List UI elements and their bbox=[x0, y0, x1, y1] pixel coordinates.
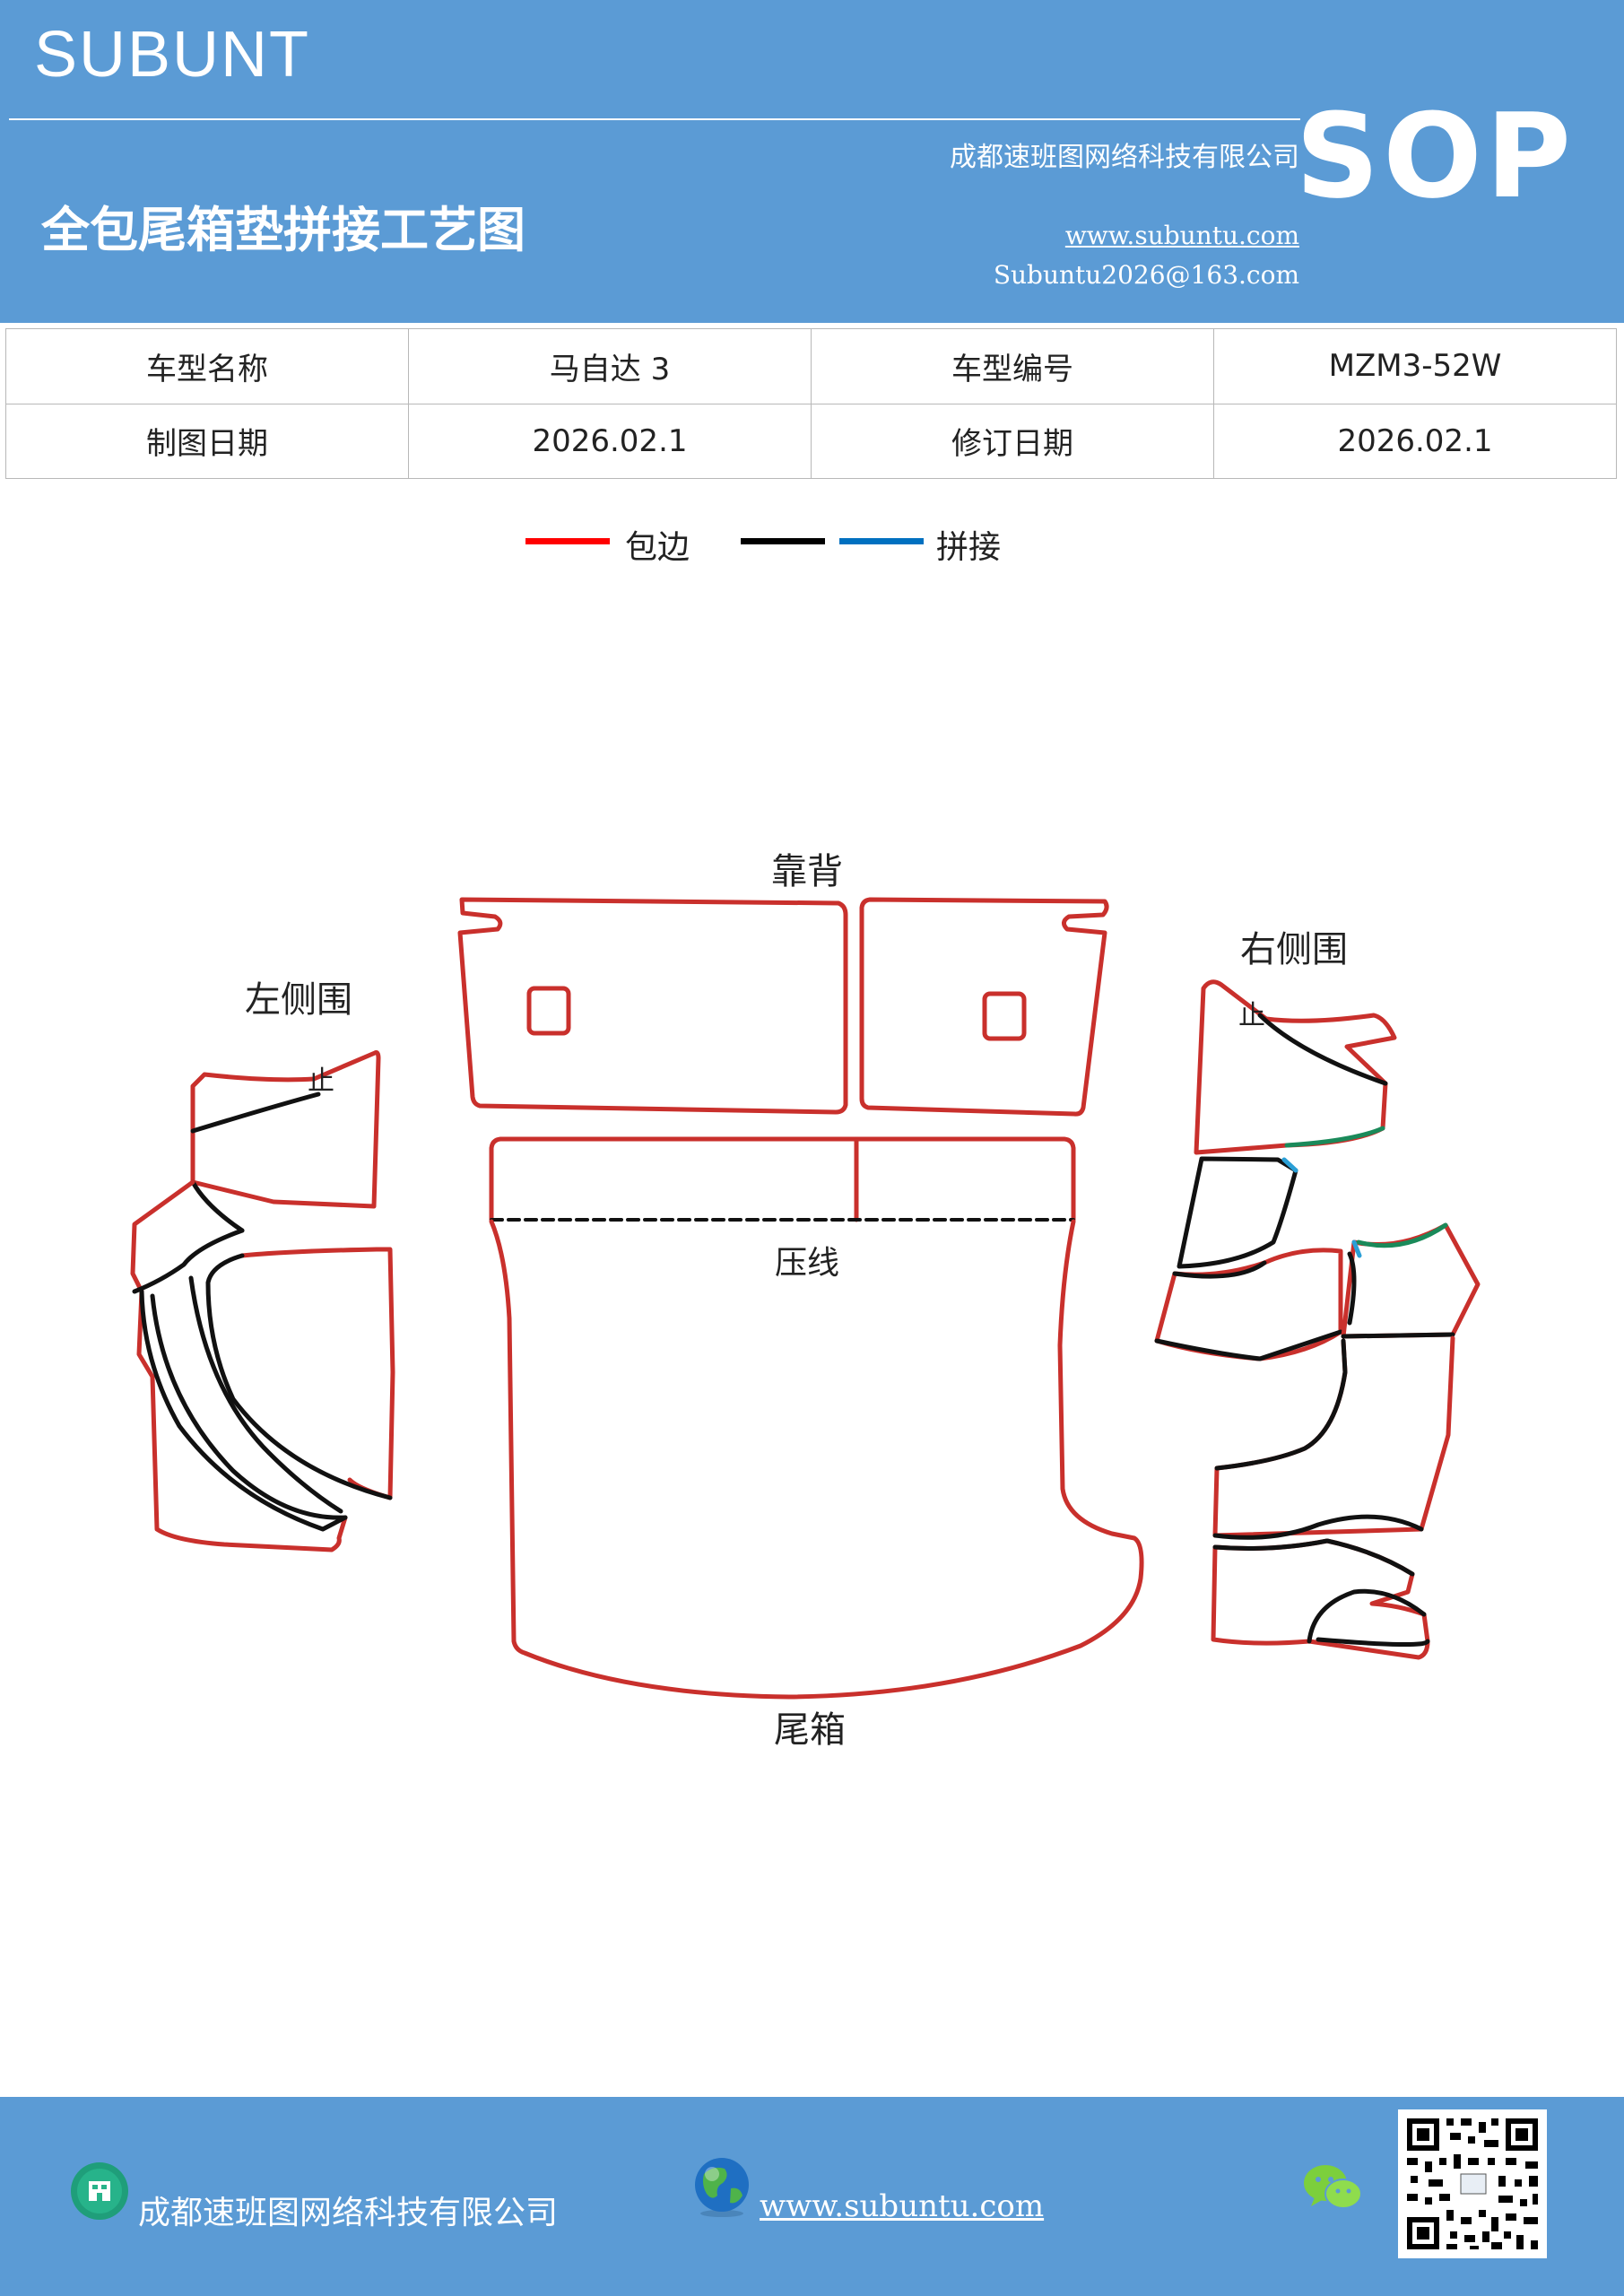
right-panel-join-green-1 bbox=[1284, 1126, 1385, 1148]
right-panel-mid-3-seams bbox=[1341, 1251, 1455, 1339]
label-left-panel: 左侧围 bbox=[245, 979, 352, 1021]
left-panel-seam-3 bbox=[132, 1228, 245, 1294]
right-panel-seam-1 bbox=[1257, 1013, 1388, 1086]
right-panel-join-blue-2 bbox=[1351, 1239, 1362, 1258]
stop-mark-right: 止 bbox=[1238, 1000, 1265, 1031]
footer-banner: 成都速班图网络科技有限公司 www.subuntu.com bbox=[0, 2097, 1624, 2296]
right-panel-lower bbox=[1212, 1335, 1455, 1538]
document-title: 全包尾箱垫拼接工艺图 bbox=[41, 201, 525, 258]
value-draw-date: 2026.02.1 bbox=[408, 403, 812, 479]
value-model-code: MZM3-52W bbox=[1213, 328, 1617, 404]
footer-company: 成都速班图网络科技有限公司 bbox=[138, 2195, 559, 2231]
header-divider bbox=[9, 118, 1300, 120]
floor-upper-strip bbox=[489, 1136, 1076, 1222]
legend-label-edge: 包边 bbox=[625, 529, 690, 566]
right-panel-mid-2-seams bbox=[1154, 1260, 1343, 1361]
left-panel-seam-6 bbox=[150, 1293, 348, 1520]
globe-icon bbox=[695, 2158, 749, 2217]
vehicle-info-table: 车型名称 马自达 3 车型编号 MZM3-52W 制图日期 2026.02.1 … bbox=[5, 328, 1617, 479]
label-trunk: 尾箱 bbox=[774, 1709, 846, 1751]
right-panel-join-blue-1 bbox=[1281, 1157, 1298, 1173]
label-model-code: 车型编号 bbox=[811, 328, 1214, 404]
company-name: 成都速班图网络科技有限公司 bbox=[950, 142, 1299, 173]
website-link[interactable]: www.subuntu.com bbox=[1064, 221, 1299, 250]
legend-label-join: 拼接 bbox=[936, 529, 1002, 566]
right-panel-top bbox=[1194, 979, 1397, 1155]
right-panel-mid-1 bbox=[1177, 1156, 1298, 1269]
label-backrest: 靠背 bbox=[771, 851, 843, 892]
label-revise-date: 修订日期 bbox=[811, 403, 1214, 479]
backrest-right-window bbox=[982, 991, 1027, 1041]
left-panel-bottom bbox=[130, 1179, 348, 1552]
header-banner: SUBUNT 成都速班图网络科技有限公司 全包尾箱垫拼接工艺图 www.subu… bbox=[0, 0, 1624, 323]
legend-swatch-edge bbox=[525, 538, 610, 544]
left-panel-seam-1 bbox=[190, 1091, 321, 1134]
table-row: 制图日期 2026.02.1 修订日期 2026.02.1 bbox=[5, 403, 1617, 479]
label-model-name: 车型名称 bbox=[5, 328, 409, 404]
building-icon bbox=[71, 2162, 128, 2220]
legend-swatch-join bbox=[839, 538, 924, 544]
left-panel-seam-7 bbox=[188, 1275, 343, 1514]
value-revise-date: 2026.02.1 bbox=[1213, 403, 1617, 479]
footer-website-link[interactable]: www.subuntu.com bbox=[760, 2188, 1045, 2224]
backrest-left-window bbox=[526, 986, 571, 1036]
email-address: Subuntu2026@163.com bbox=[993, 260, 1299, 290]
right-panel-join-green-2 bbox=[1356, 1222, 1448, 1248]
left-panel-seam-5 bbox=[139, 1289, 348, 1532]
brand-name: SUBUNT bbox=[34, 19, 311, 91]
right-panel-lower-seams bbox=[1212, 1338, 1424, 1540]
label-draw-date: 制图日期 bbox=[5, 403, 409, 479]
label-press-line: 压线 bbox=[775, 1245, 839, 1282]
stop-mark-left: 止 bbox=[308, 1065, 334, 1097]
left-panel-back bbox=[239, 1247, 395, 1500]
left-panel-seam-4 bbox=[205, 1253, 393, 1500]
left-panel-seam-2 bbox=[190, 1179, 245, 1233]
legend-swatch-seam bbox=[741, 538, 825, 544]
left-panel-top bbox=[190, 1050, 381, 1209]
backrest-left-piece bbox=[457, 897, 848, 1115]
trunk-floor-piece bbox=[489, 1219, 1144, 1700]
value-model-name: 马自达 3 bbox=[408, 328, 812, 404]
qr-code bbox=[1398, 2109, 1547, 2258]
table-row: 车型名称 马自达 3 车型编号 MZM3-52W bbox=[5, 328, 1617, 404]
right-panel-bottom-seams bbox=[1212, 1538, 1430, 1648]
wechat-icon[interactable] bbox=[1302, 2161, 1365, 2215]
line-legend: 包边 拼接 bbox=[0, 516, 1624, 570]
label-right-panel: 右侧围 bbox=[1240, 929, 1348, 970]
sop-label: SOP bbox=[1295, 88, 1575, 224]
backrest-right-piece bbox=[859, 897, 1109, 1117]
